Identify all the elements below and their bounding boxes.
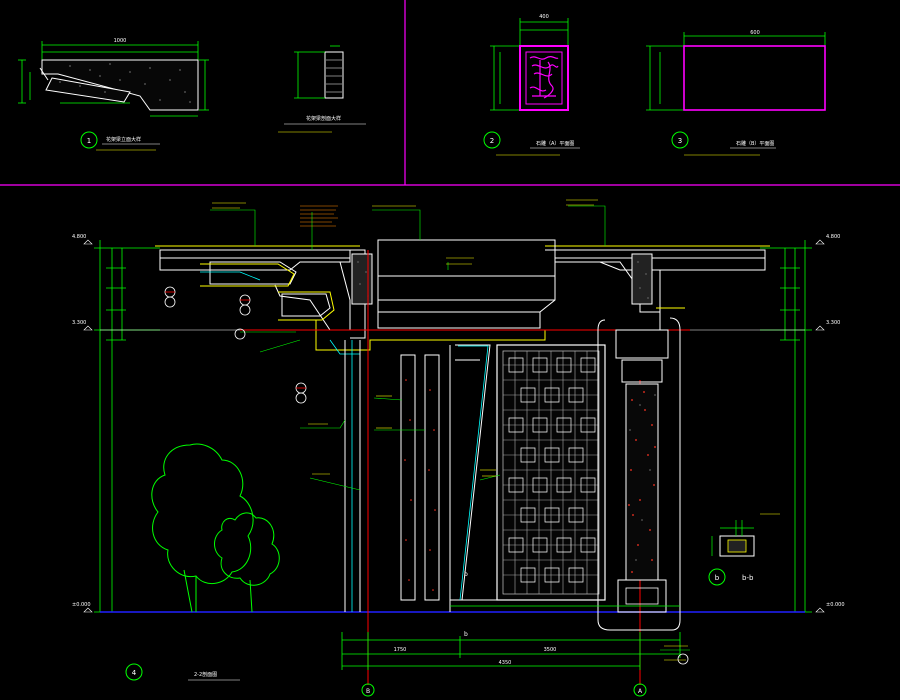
detail-3-stone-carving-b: 600 3 石雕（B）平面图 xyxy=(646,30,826,156)
carving-pattern xyxy=(529,55,559,99)
annotation-lines xyxy=(212,199,780,661)
section-bb: b b-b xyxy=(708,520,755,586)
d1-top-dim: 1000 xyxy=(114,38,127,44)
detail-1-marker xyxy=(80,131,98,149)
left-dim-chain xyxy=(94,240,160,613)
detail-4-number: 4 xyxy=(132,669,137,677)
elev-mid-left: 3.300 xyxy=(72,320,86,326)
detail-1-number: 1 xyxy=(87,137,91,145)
grid-bubble-b xyxy=(361,683,375,697)
section-cut-lower: b xyxy=(464,631,468,638)
detail-1-beam-elevation: 1000 花架梁剖面大样 1 花架梁立面大样 xyxy=(18,38,366,151)
grid-bubble-a xyxy=(633,683,647,697)
elev-ground-left: ±0.000 xyxy=(72,602,91,608)
lattice-screen xyxy=(496,344,606,601)
grid-label-b: B xyxy=(366,688,370,695)
detail-2-stone-carving-a: 400 2 石雕（A）平面图 xyxy=(483,14,580,156)
detail-3-title: 石雕（B）平面图 xyxy=(736,140,774,147)
detail-4-title: 2-2剖面图 xyxy=(194,671,217,678)
d1-mid-title: 花架梁剖面大样 xyxy=(306,115,341,122)
leader-lines xyxy=(210,205,690,651)
right-dim-chain xyxy=(760,240,812,613)
d2-top-dim: 400 xyxy=(539,14,549,20)
d3-top-dim: 600 xyxy=(750,30,760,36)
grid-label-a: A xyxy=(638,688,643,695)
section-b-marker: b xyxy=(715,574,720,582)
elev-top-right: 4.800 xyxy=(826,234,840,240)
detail-3-number: 3 xyxy=(678,137,682,145)
bottom-dim-chain xyxy=(341,632,681,670)
elev-top-left: 4.800 xyxy=(72,234,86,240)
detail-4-main-section: 4.800 3.300 ±0.000 4.800 3.300 ±0.000 xyxy=(72,199,845,697)
axis-lines xyxy=(240,250,690,685)
section-bb-title: b-b xyxy=(742,574,754,582)
elev-ground-right: ±0.000 xyxy=(826,602,845,608)
dim-bottom-total: 4350 xyxy=(499,660,512,666)
dim-bottom-right: 3500 xyxy=(544,647,557,653)
stone-column xyxy=(597,317,681,631)
sheet-frame xyxy=(0,0,900,186)
detail-2-number: 2 xyxy=(490,137,494,145)
detail-1-title: 花架梁立面大样 xyxy=(106,136,141,143)
elev-mid-right: 3.300 xyxy=(826,320,840,326)
section-cut-upper: b xyxy=(464,571,468,578)
detail-2-title: 石雕（A）平面图 xyxy=(536,140,574,147)
tree-outline xyxy=(151,443,280,613)
dim-bottom-left: 1750 xyxy=(394,647,407,653)
